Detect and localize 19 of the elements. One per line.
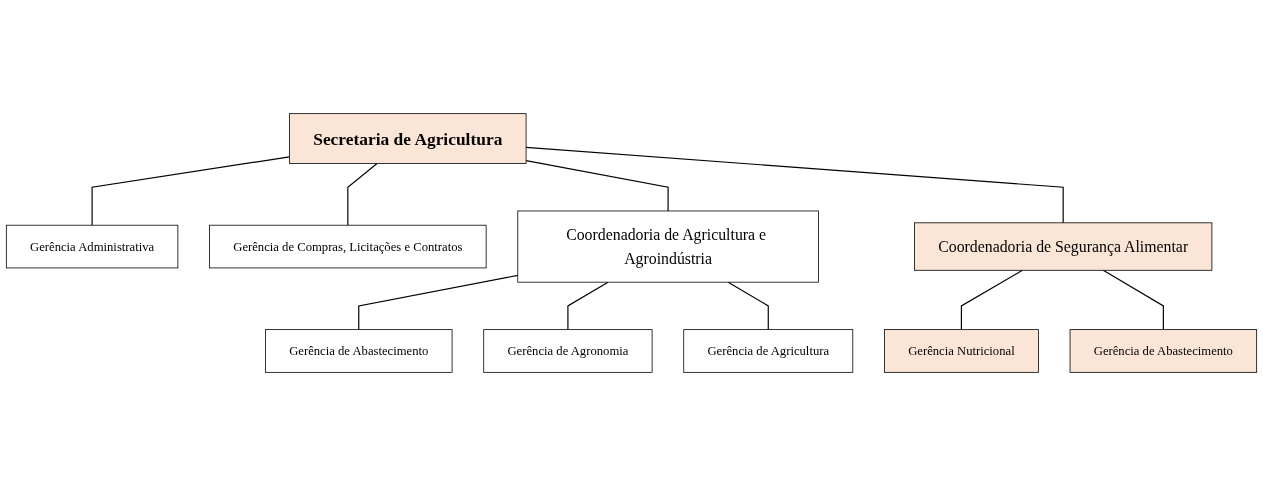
node-box: Coordenadoria de Segurança Alimentar: [914, 222, 1213, 271]
connector: [91, 156, 291, 226]
node-box: Gerência de Abastecimento: [1069, 329, 1258, 373]
connector: [525, 160, 669, 212]
node-box: Gerência de Agronomia: [483, 329, 653, 373]
connector: [727, 281, 769, 331]
connector: [347, 162, 378, 226]
node-box: Gerência de Agricultura: [683, 329, 854, 373]
node-box: Gerência Administrativa: [5, 224, 179, 269]
node-box: Secretaria de Agricultura: [289, 113, 527, 164]
connector: [1102, 269, 1164, 331]
connector: [960, 269, 1024, 331]
node-box: Gerência de Compras, Licitações e Contratos: [209, 224, 487, 269]
node-box: Coordenadoria de Agricultura e Agroindústria: [517, 210, 819, 283]
connector: [567, 281, 609, 331]
connector: [358, 274, 519, 331]
node-box: Gerência Nutricional: [884, 329, 1039, 373]
connector: [525, 146, 1064, 224]
node-box: Gerência de Abastecimento: [265, 329, 453, 373]
